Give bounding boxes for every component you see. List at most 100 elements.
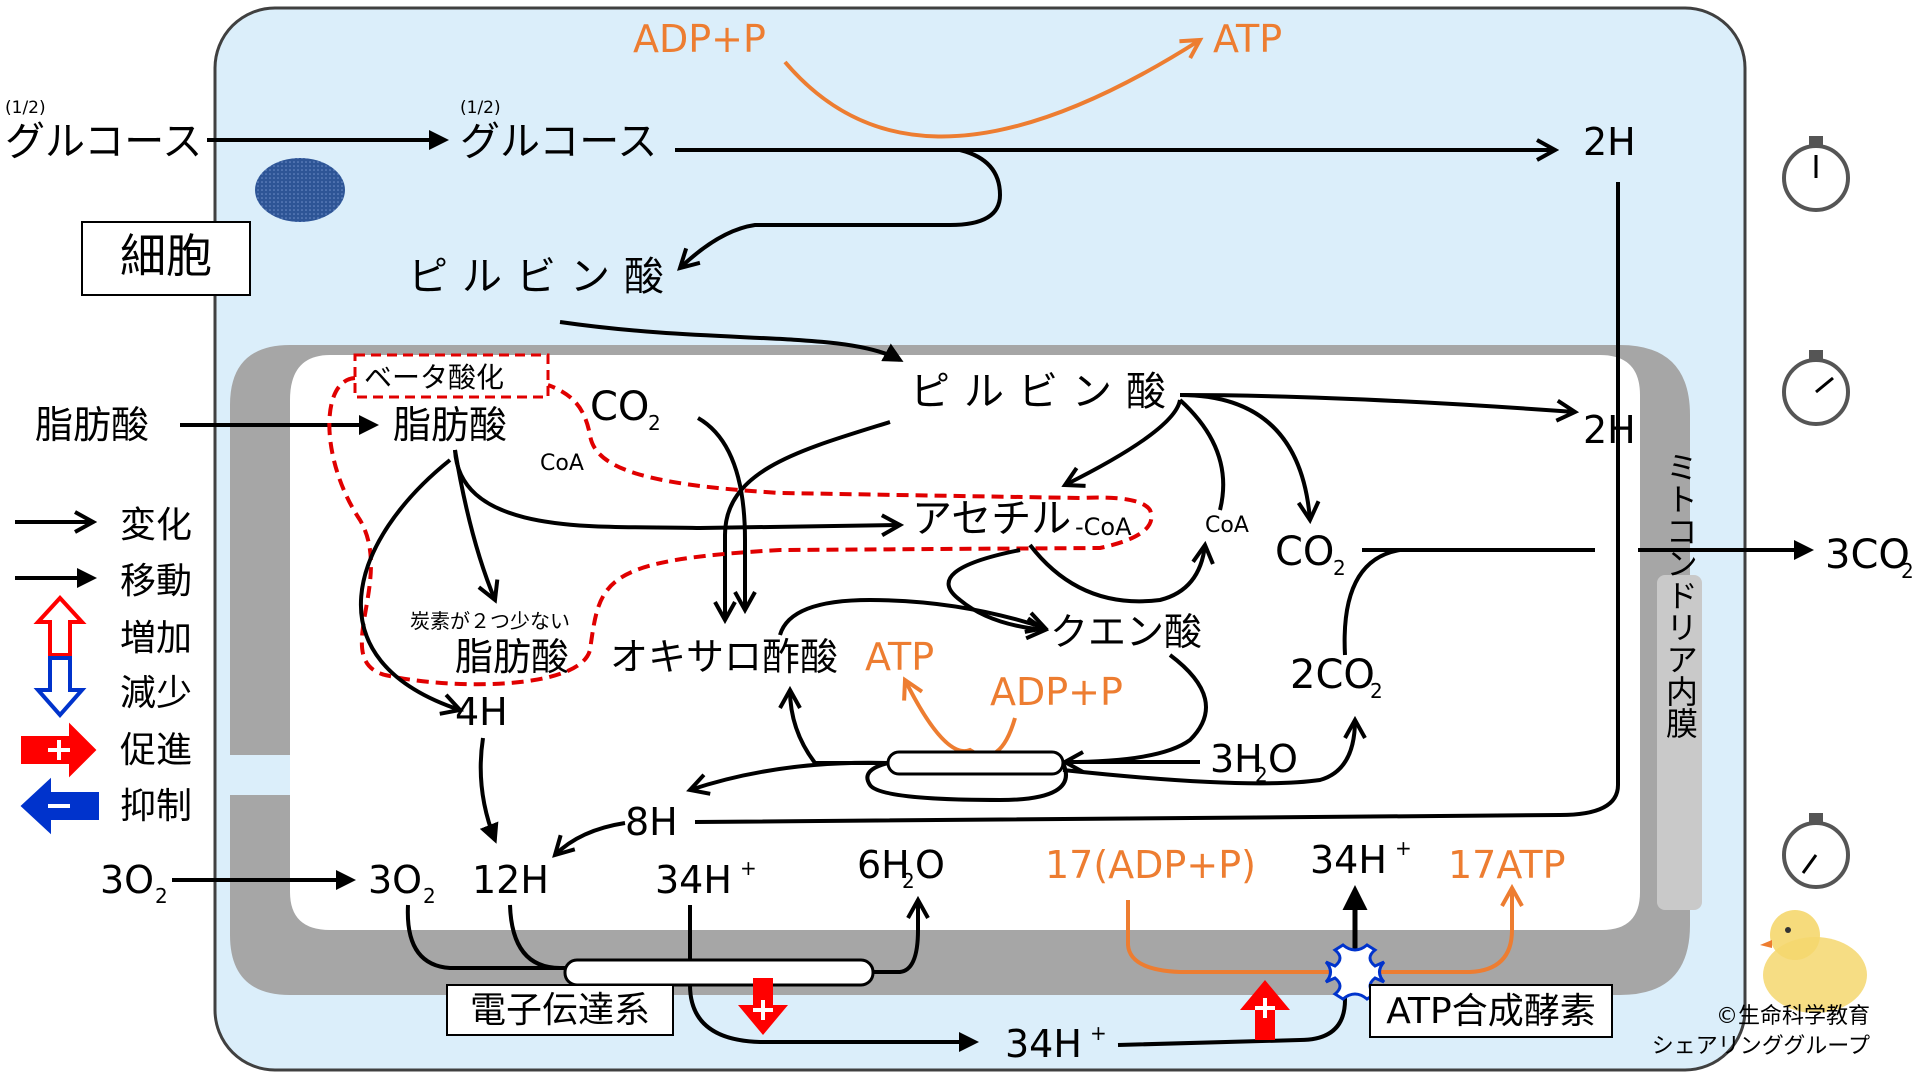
34h-right-superscript: + <box>1395 836 1412 860</box>
beta-oxidation-cycle-outline <box>327 376 1154 687</box>
two-h-mitochondria: 2H <box>1583 408 1636 452</box>
fatty-acid-to-4h-arrow <box>358 458 460 710</box>
six-h2o-a: 6H <box>857 843 910 887</box>
fatty-acid-to-short-fatty-acid-arrow <box>453 449 495 600</box>
legend-inhibit: 抑制 <box>20 777 192 835</box>
eight-h: 8H <box>625 800 678 844</box>
outside-glucose-fraction: (1/2) <box>5 98 46 118</box>
legend: 変化 移動 増加 減少 促進 抑制 <box>15 505 192 835</box>
svg-text:移動: 移動 <box>120 561 192 602</box>
tca-to-2co2-arrow <box>1062 720 1355 786</box>
34h-left: 34H <box>655 858 732 902</box>
beta-oxidation-box <box>353 353 550 399</box>
atp-synthase-label-box <box>1369 984 1613 1038</box>
legend-increase: 増加 <box>33 595 192 659</box>
etc-label: 電子伝達系 <box>470 990 650 1031</box>
34h-bottom: 34H <box>1005 1022 1082 1066</box>
pyruvate-to-co2-arrow <box>1179 393 1310 520</box>
coa-uptake-curve <box>1178 398 1226 511</box>
acetyl: アセチル <box>912 496 1071 542</box>
pyruvate-to-2h-arrow <box>1179 393 1575 412</box>
atp-synthase-promotion-marker <box>1240 980 1290 1040</box>
mito-membrane-label: ミトコンドリア内膜 <box>1661 451 1699 739</box>
outside-glucose: グルコース <box>5 119 202 165</box>
pyruvate-to-oxaloacetate-arrow <box>725 420 891 620</box>
copyright-line-1: ©生命科学教育 <box>1716 1004 1870 1029</box>
atp-synthase-label: ATP合成酵素 <box>1386 991 1596 1032</box>
legend-move: 移動 <box>15 561 192 602</box>
duck-mascot-icon <box>1760 910 1867 1013</box>
three-o2-inside: 3O <box>368 858 422 902</box>
co2-left-to-oxaloacetate-arrow <box>696 416 745 610</box>
etc-to-34h-arrow <box>688 984 979 1052</box>
adp-to-atp-arrow <box>1126 888 1512 974</box>
coa-right: CoA <box>1205 513 1249 538</box>
17atp: 17ATP <box>1448 843 1566 887</box>
six-h2o-b: O <box>915 843 945 887</box>
mitochondrion-matrix <box>290 355 1640 930</box>
co2-right-subscript: 2 <box>1333 556 1346 580</box>
acetyl-coa-release-arrow <box>1028 545 1205 604</box>
stopwatch-icon-3 <box>1782 813 1850 889</box>
co2-left: CO <box>590 384 649 430</box>
short-fatty-acid: 脂肪酸 <box>455 635 569 679</box>
svg-text:促進: 促進 <box>120 730 192 771</box>
tca-tube <box>886 750 1065 776</box>
six-h2o-subscript: 2 <box>902 869 915 893</box>
pyruvate-to-acetyl-arrow <box>1065 399 1182 485</box>
pyruvate-cytosol: ピルビン酸 <box>408 254 678 300</box>
fatty-acid-outside: 脂肪酸 <box>35 403 149 447</box>
coa-left: CoA <box>540 451 584 476</box>
legend-decrease: 減少 <box>33 656 192 719</box>
cell-label: 細胞 <box>120 229 212 283</box>
short-fatty-acid-note: 炭素が２つ少ない <box>410 609 570 633</box>
co2-left-subscript: 2 <box>648 411 661 435</box>
tca-loop-curve <box>865 761 1068 803</box>
8h-to-12h-arrow <box>555 821 626 855</box>
nucleus <box>255 158 345 222</box>
co2-right: CO <box>1275 529 1334 575</box>
legend-promote: 促進 <box>21 722 192 778</box>
fatty-acid-to-acetyl-arrow <box>453 449 900 528</box>
etc-label-box <box>446 984 674 1036</box>
three-co2: 3CO <box>1825 532 1910 578</box>
stopwatch-icon-2 <box>1782 350 1850 426</box>
34h-left-superscript: + <box>740 856 757 880</box>
atp-glycolysis: ATP <box>1213 17 1282 61</box>
three-h2o-a: 3H <box>1210 737 1263 781</box>
o2-to-etc-line <box>405 904 565 970</box>
atp-formation-curve <box>905 680 1017 758</box>
cell-glucose: グルコース <box>460 119 657 165</box>
fatty-acid-mitochondria: 脂肪酸 <box>393 403 507 447</box>
svg-text:抑制: 抑制 <box>120 786 192 827</box>
17-adp-p: 17(ADP+P) <box>1045 843 1256 887</box>
atp-generation-arrow <box>783 40 1200 139</box>
adp-p-glycolysis: ADP+P <box>633 17 766 61</box>
34h-to-atp-synthase-line <box>1117 990 1347 1047</box>
acetyl-to-citrate-arrow <box>946 548 1045 630</box>
legend-change: 変化 <box>15 505 192 546</box>
4h-to-12h-arrow <box>478 737 499 844</box>
2co2-to-co2-line <box>1342 548 1401 656</box>
svg-text:変化: 変化 <box>120 505 192 546</box>
etc-promotion-marker <box>738 978 788 1035</box>
svg-text:減少: 減少 <box>120 673 192 714</box>
three-h2o-subscript: 2 <box>1255 763 1268 787</box>
three-o2-outside: 3O <box>100 858 154 902</box>
three-o2-inside-subscript: 2 <box>423 884 436 908</box>
citrate: クエン酸 <box>1050 610 1202 654</box>
tca-to-8h-arrow <box>690 760 889 790</box>
two-h-cytosol: 2H <box>1583 120 1636 164</box>
three-h2o-b: O <box>1268 737 1298 781</box>
copyright-line-2: シェアリンググループ <box>1652 1034 1870 1059</box>
two-co2-subscript: 2 <box>1370 679 1383 703</box>
glucose-to-pyruvate-arrow <box>680 148 1003 268</box>
beta-oxidation-label: ベータ酸化 <box>364 361 504 394</box>
pyruvate-mitochondria: ピルビン酸 <box>910 369 1180 415</box>
34h-right: 34H <box>1310 838 1387 882</box>
cell-glucose-fraction: (1/2) <box>460 98 501 118</box>
atp-tca: ATP <box>865 635 934 679</box>
34h-bottom-superscript: + <box>1090 1021 1107 1045</box>
oxaloacetate-to-citrate-arrow <box>778 597 1045 636</box>
